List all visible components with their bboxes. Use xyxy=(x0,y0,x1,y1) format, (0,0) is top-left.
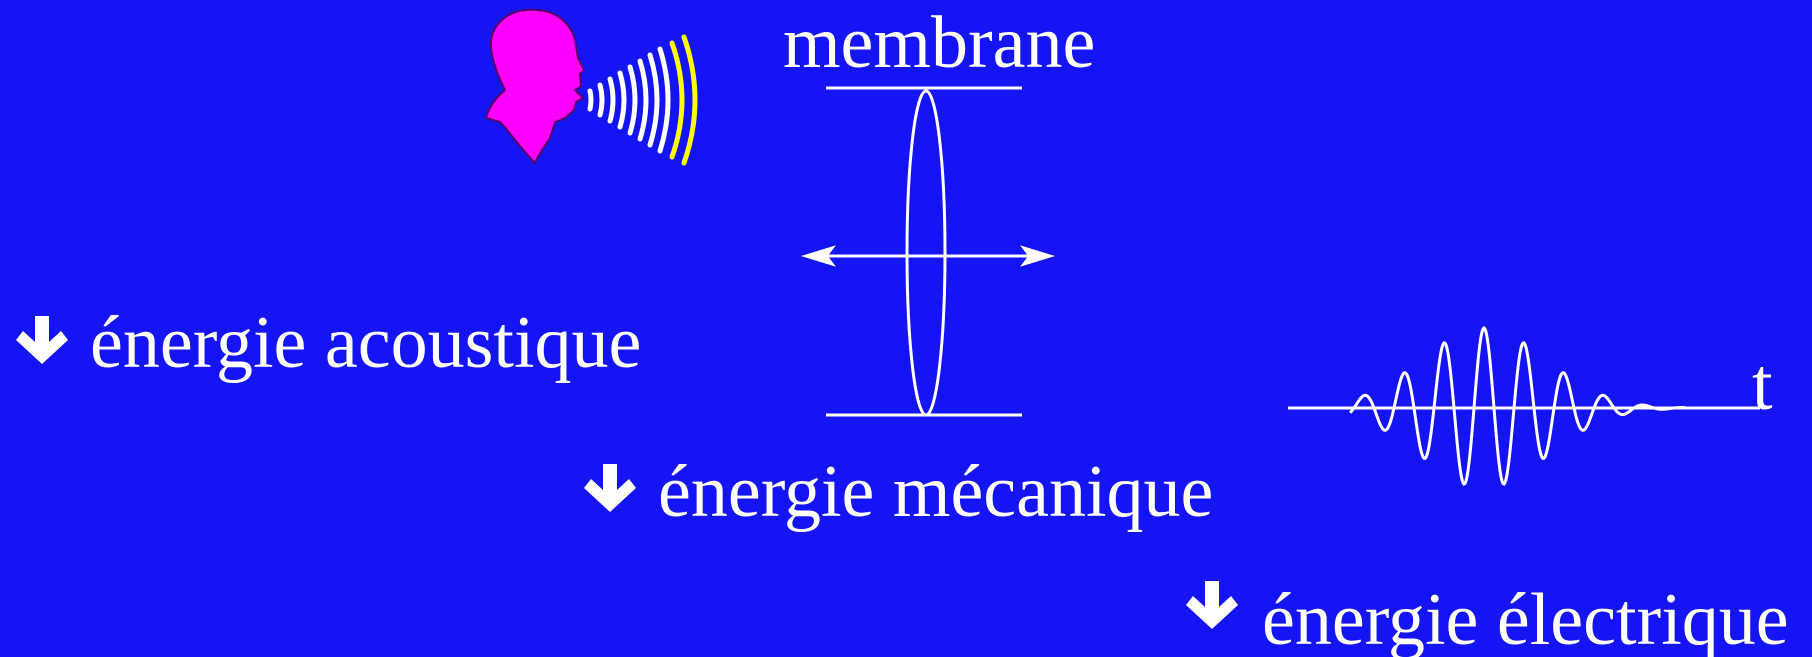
arrow-down-icon xyxy=(584,464,636,512)
membrane-ellipse xyxy=(905,89,947,417)
mechanical-energy-label: énergie mécanique xyxy=(658,451,1214,533)
waveform-plot xyxy=(1288,325,1760,486)
membrane-diagram xyxy=(800,86,1056,417)
double-arrow-icon xyxy=(800,245,1056,267)
time-axis-label: t xyxy=(1752,344,1773,426)
arrow-down-icon xyxy=(16,316,68,364)
head-speaking-icon xyxy=(484,8,586,165)
waveform-signal xyxy=(1348,325,1686,486)
membrane-label: membrane xyxy=(783,2,1096,84)
arrow-down-icon xyxy=(1186,581,1238,629)
acoustic-energy-label: énergie acoustique xyxy=(90,302,642,384)
electrical-energy-label: énergie électrique xyxy=(1262,579,1789,657)
sound-waves-icon xyxy=(587,34,698,166)
